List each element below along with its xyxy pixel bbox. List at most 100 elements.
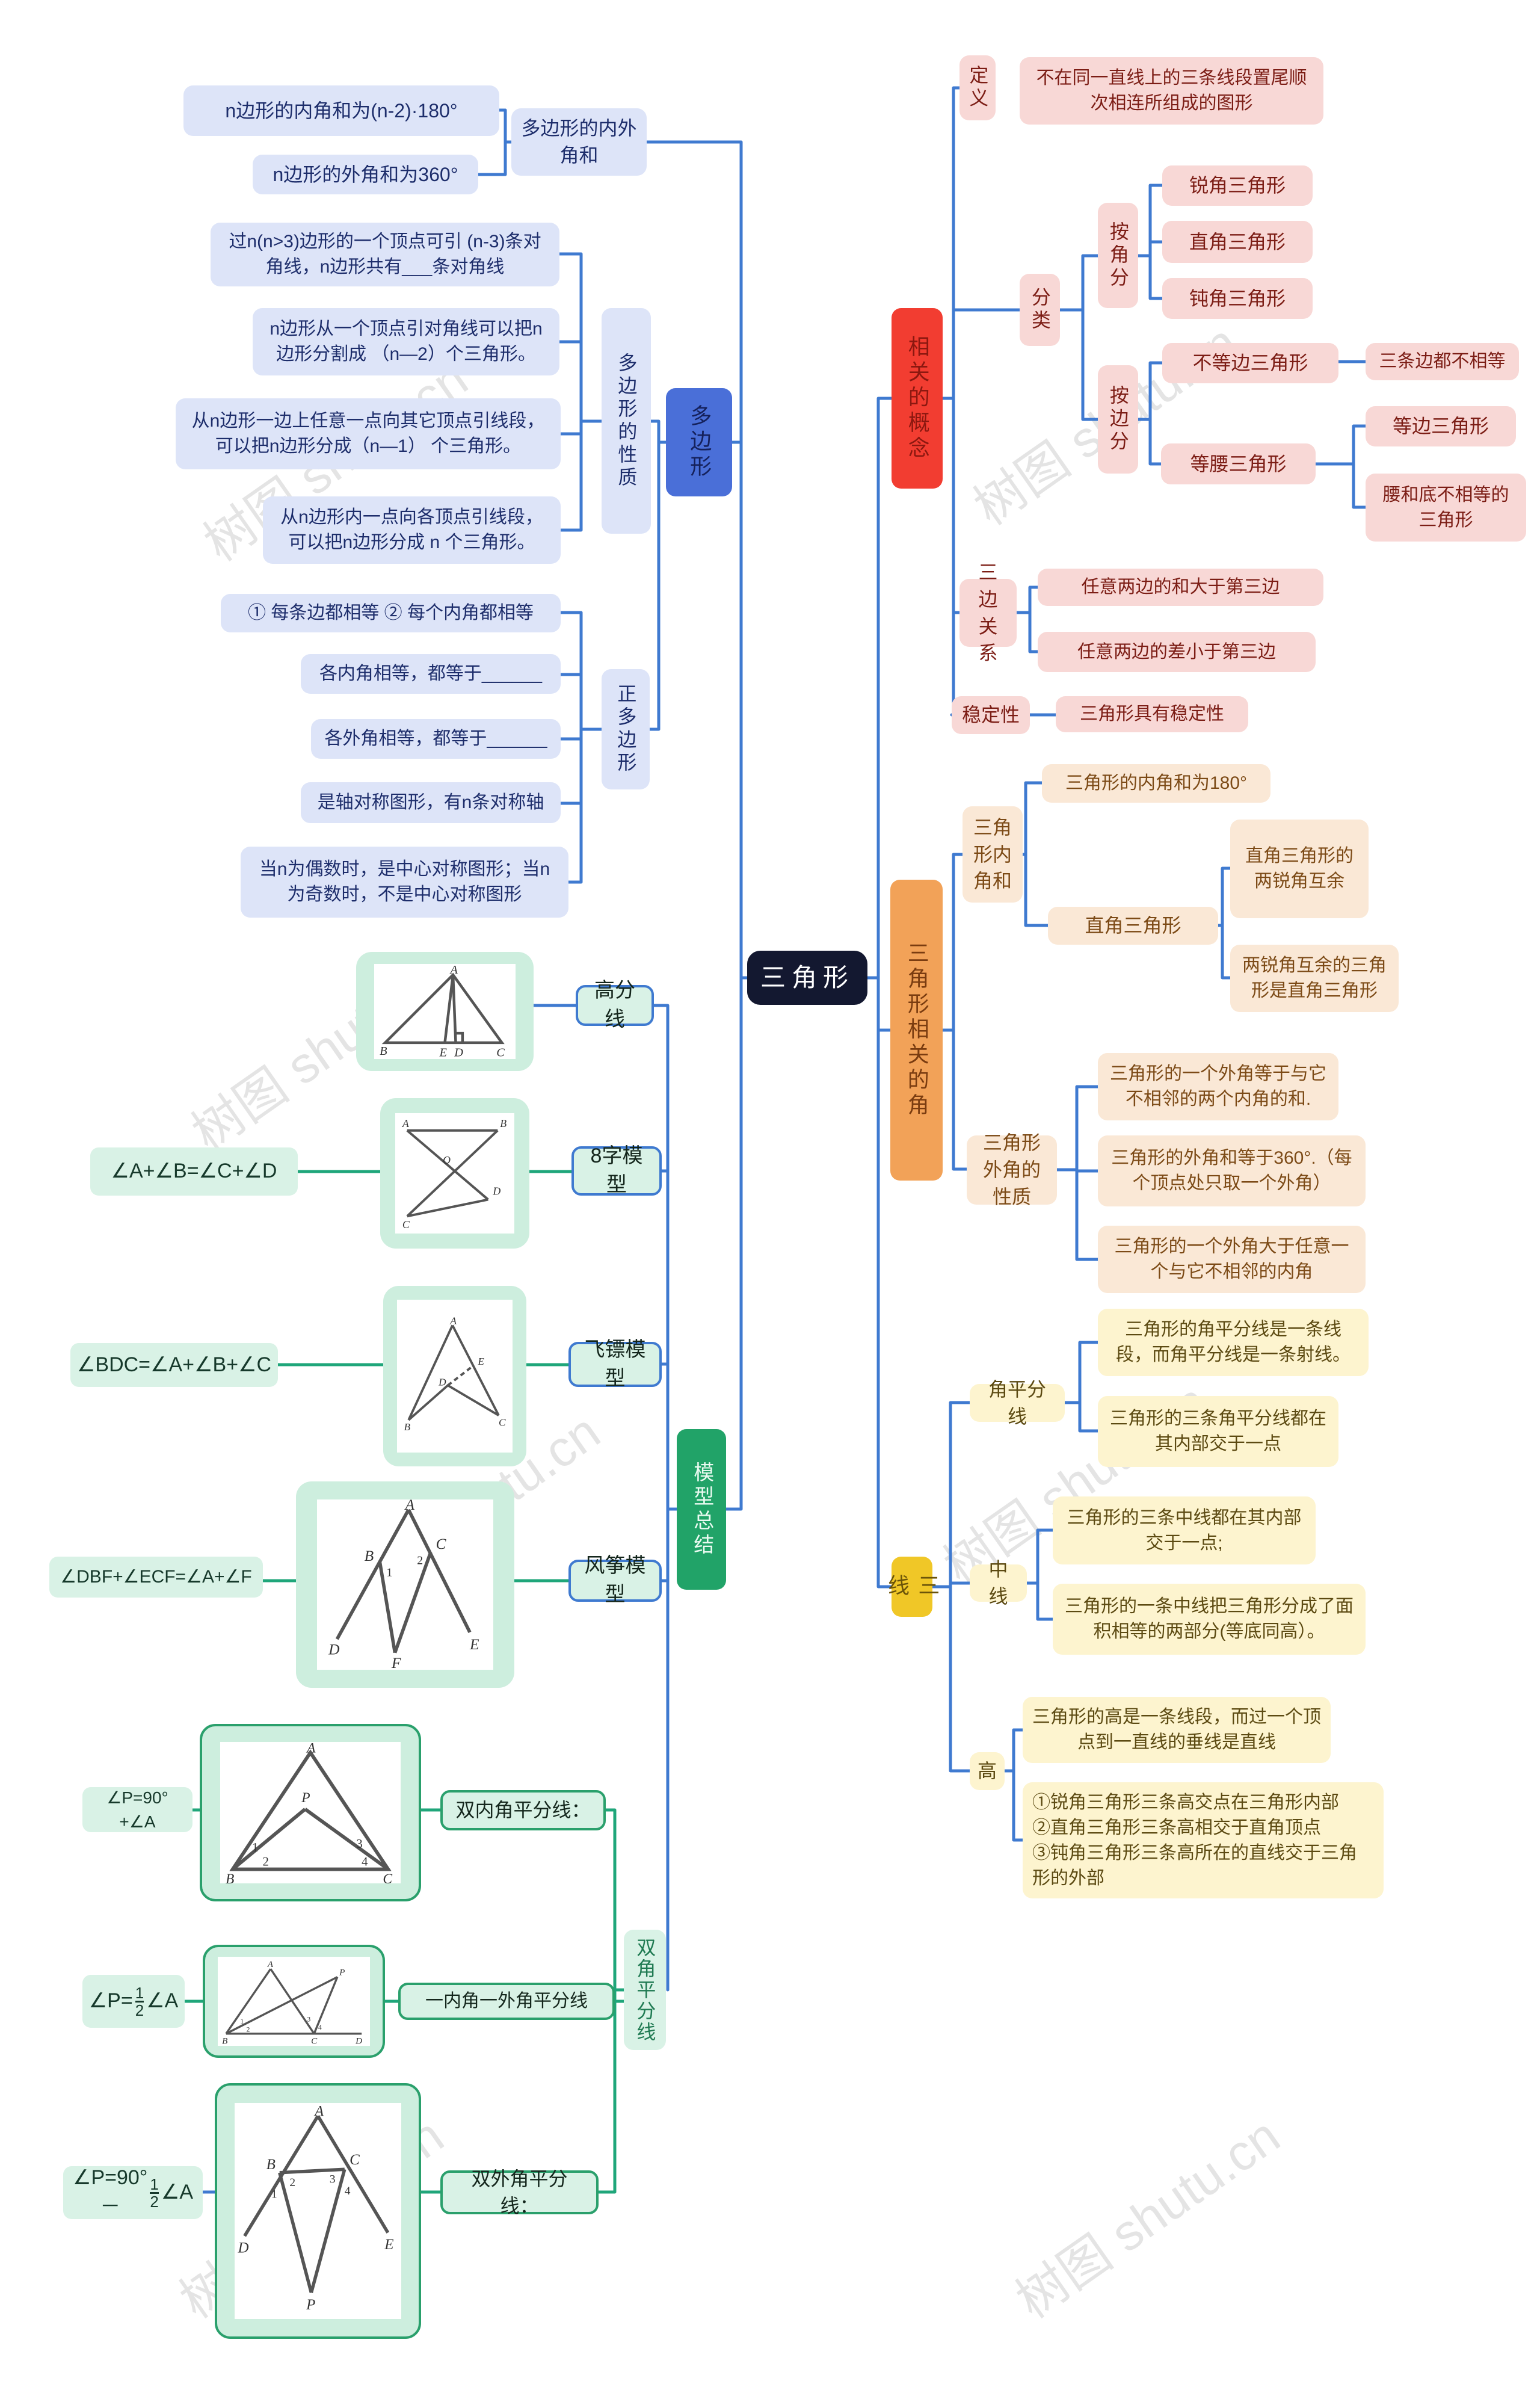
leaf-height-2[interactable]: ①锐角三角形三条高交点在三角形内部 ②直角三角形三条高相交于直角顶点 ③钝角三角… [1023, 1782, 1393, 1898]
node-by-side[interactable]: 按边分 [1098, 365, 1138, 474]
svg-text:D: D [454, 1046, 463, 1059]
node-heightline-model[interactable]: 高分线 [576, 979, 654, 1031]
figure-kite: A B C D F E 1 2 [317, 1496, 493, 1672]
svg-text:B: B [380, 1045, 387, 1058]
formula-mixed-prefix: ∠P= [88, 1989, 133, 2013]
node-kite-model[interactable]: 风筝模型 [568, 1554, 662, 1606]
node-definition[interactable]: 定义 [959, 55, 996, 120]
svg-text:A: A [402, 1117, 409, 1129]
leaf-right-complementary[interactable]: 直角三角形的两锐角互余 [1230, 820, 1369, 918]
leaf-scalene-note[interactable]: 三条边都不相等 [1366, 343, 1519, 380]
leaf-split-vertex[interactable]: n边形从一个顶点引对角线可以把n边形分割成 （n—2）个三角形。 [253, 308, 559, 375]
leaf-obtuse[interactable]: 钝角三角形 [1162, 278, 1313, 319]
leaf-bisector-1[interactable]: 三角形的角平分线是一条线段，而角平分线是一条射线。 [1098, 1309, 1369, 1376]
leaf-acute[interactable]: 锐角三角形 [1162, 165, 1313, 206]
formula-inner-bisector[interactable]: ∠P=90°+∠A [82, 1787, 192, 1832]
leaf-regular-1[interactable]: ① 每条边都相等 ② 每个内角都相等 [221, 594, 561, 632]
leaf-bisector-2[interactable]: 三角形的三条角平分线都在其内部交于一点 [1098, 1396, 1338, 1467]
leaf-regular-5[interactable]: 当n为偶数时，是中心对称图形；当n为奇数时，不是中心对称图形 [241, 847, 568, 918]
leaf-sides-2[interactable]: 任意两边的差小于第三边 [1038, 632, 1316, 672]
leaf-equilateral[interactable]: 等边三角形 [1366, 406, 1516, 446]
node-polygon-angle-sum[interactable]: 多边形的内外角和 [511, 108, 647, 176]
svg-text:A: A [449, 1315, 457, 1327]
formula-outer-prefix: ∠P=90°－ [72, 2166, 148, 2218]
figure-dart: A B C D E [397, 1300, 513, 1453]
node-root-triangle[interactable]: 三角形 [747, 951, 867, 1005]
node-height[interactable]: 高 [970, 1752, 1005, 1790]
leaf-diagonals[interactable]: 过n(n>3)边形的一个顶点可引 (n-3)条对角线，n边形共有___条对角线 [211, 223, 559, 286]
svg-text:A: A [267, 1960, 274, 1969]
svg-text:F: F [391, 1654, 401, 1670]
leaf-interior-sum[interactable]: n边形的内角和为(n-2)·180° [183, 85, 499, 136]
leaf-stability[interactable]: 三角形具有稳定性 [1056, 696, 1248, 732]
node-three-sides[interactable]: 三边关系 [959, 561, 1017, 664]
node-polygon[interactable]: 多边形 [666, 388, 732, 496]
svg-text:2: 2 [289, 2176, 295, 2189]
edge-bisector [1063, 1341, 1100, 1433]
node-by-angle[interactable]: 按角分 [1098, 203, 1138, 308]
svg-text:A: A [306, 1742, 316, 1756]
node-interior-sum[interactable]: 三角形内角和 [962, 806, 1023, 903]
svg-text:B: B [500, 1117, 507, 1129]
svg-text:B: B [266, 2157, 276, 2173]
leaf-isosceles-note[interactable]: 腰和底不相等的三角形 [1366, 474, 1526, 542]
node-mixed-bisector[interactable]: 一内角一外角平分线 [398, 1983, 615, 2020]
leaf-split-inner[interactable]: 从n边形内一点向各顶点引线段，可以把n边形分成 n 个三角形。 [263, 496, 561, 564]
node-median[interactable]: 中线 [970, 1558, 1027, 1607]
figure-inner: A P B C 1 2 3 4 [220, 1741, 401, 1887]
node-classify[interactable]: 分类 [1020, 274, 1060, 346]
svg-text:D: D [355, 2037, 362, 2046]
svg-text:P: P [301, 1790, 310, 1806]
svg-text:C: C [311, 2037, 318, 2046]
leaf-sum-180[interactable]: 三角形的内角和为180° [1042, 764, 1270, 803]
node-inner-bisector[interactable]: 双内角平分线： [440, 1790, 606, 1830]
leaf-regular-4[interactable]: 是轴对称图形，有n条对称轴 [301, 782, 561, 823]
leaf-right[interactable]: 直角三角形 [1162, 221, 1313, 263]
svg-text:4: 4 [345, 2185, 351, 2197]
node-double-bisector[interactable]: 双角平分线 [624, 1930, 666, 2050]
leaf-right-converse[interactable]: 两锐角互余的三角形是直角三角形 [1230, 945, 1399, 1012]
leaf-exterior-2[interactable]: 三角形的外角和等于360°.（每个顶点处只取一个外角） [1098, 1135, 1366, 1206]
formula-dart[interactable]: ∠BDC=∠A+∠B+∠C [70, 1343, 278, 1387]
edge-byangle [1136, 184, 1164, 300]
leaf-regular-2[interactable]: 各内角相等，都等于______ [301, 654, 561, 694]
node-angle-bisector[interactable]: 角平分线 [970, 1379, 1065, 1427]
leaf-regular-3[interactable]: 各外角相等，都等于______ [311, 719, 561, 759]
leaf-sides-1[interactable]: 任意两边的和大于第三边 [1038, 569, 1323, 606]
leaf-height-1[interactable]: 三角形的高是一条线段，而过一个顶点到一直线的垂线是直线 [1023, 1697, 1331, 1763]
node-right-triangle[interactable]: 直角三角形 [1048, 907, 1218, 945]
node-dart-model[interactable]: 飞镖模型 [568, 1338, 662, 1390]
figure-mixed: A P B C D 1 2 3 4 [218, 1957, 370, 2046]
formula-eight[interactable]: ∠A+∠B=∠C+∠D [90, 1147, 298, 1196]
svg-text:A: A [313, 2104, 324, 2120]
svg-text:2: 2 [263, 1856, 269, 1869]
formula-kite[interactable]: ∠DBF+∠ECF=∠A+∠F [49, 1557, 263, 1598]
node-triangle-angles[interactable]: 三角形相关的角 [890, 880, 943, 1181]
leaf-split-side[interactable]: 从n边形一边上任意一点向其它顶点引线段，可以把n边形分成（n—1） 个三角形。 [176, 398, 561, 469]
leaf-median-1[interactable]: 三角形的三条中线都在其内部交于一点; [1053, 1496, 1316, 1564]
node-polygon-props[interactable]: 多边形的性质 [602, 308, 651, 534]
node-regular-polygon[interactable]: 正多边形 [602, 669, 650, 789]
node-three-lines[interactable]: 三线 [885, 1557, 940, 1617]
node-exterior-props[interactable]: 三角形外角的性质 [967, 1132, 1057, 1208]
leaf-exterior-sum[interactable]: n边形的外角和为360° [253, 155, 478, 194]
svg-text:O: O [443, 1154, 451, 1166]
leaf-isosceles[interactable]: 等腰三角形 [1161, 443, 1316, 484]
leaf-definition[interactable]: 不在同一直线上的三条线段置尾顺次相连所组成的图形 [1020, 57, 1323, 125]
edge-isosceles [1314, 424, 1367, 509]
svg-text:C: C [436, 1535, 446, 1552]
leaf-exterior-3[interactable]: 三角形的一个外角大于任意一个与它不相邻的内角 [1098, 1226, 1366, 1293]
leaf-median-2[interactable]: 三角形的一条中线把三角形分成了面积相等的两部分(等底同高）。 [1053, 1584, 1366, 1655]
node-stability[interactable]: 稳定性 [952, 696, 1030, 734]
svg-text:1: 1 [271, 2188, 277, 2200]
svg-text:E: E [384, 2237, 393, 2253]
node-outer-bisector[interactable]: 双外角平分线： [440, 2168, 599, 2217]
edge-median [1025, 1528, 1055, 1621]
leaf-exterior-1[interactable]: 三角形的一个外角等于与它不相邻的两个内角的和. [1098, 1053, 1338, 1120]
node-model-summary[interactable]: 模型总结 [677, 1429, 726, 1590]
node-related-concepts[interactable]: 相关的概念 [892, 308, 943, 489]
node-eight-model[interactable]: 8字模型 [571, 1144, 662, 1196]
leaf-scalene[interactable]: 不等边三角形 [1162, 343, 1338, 383]
